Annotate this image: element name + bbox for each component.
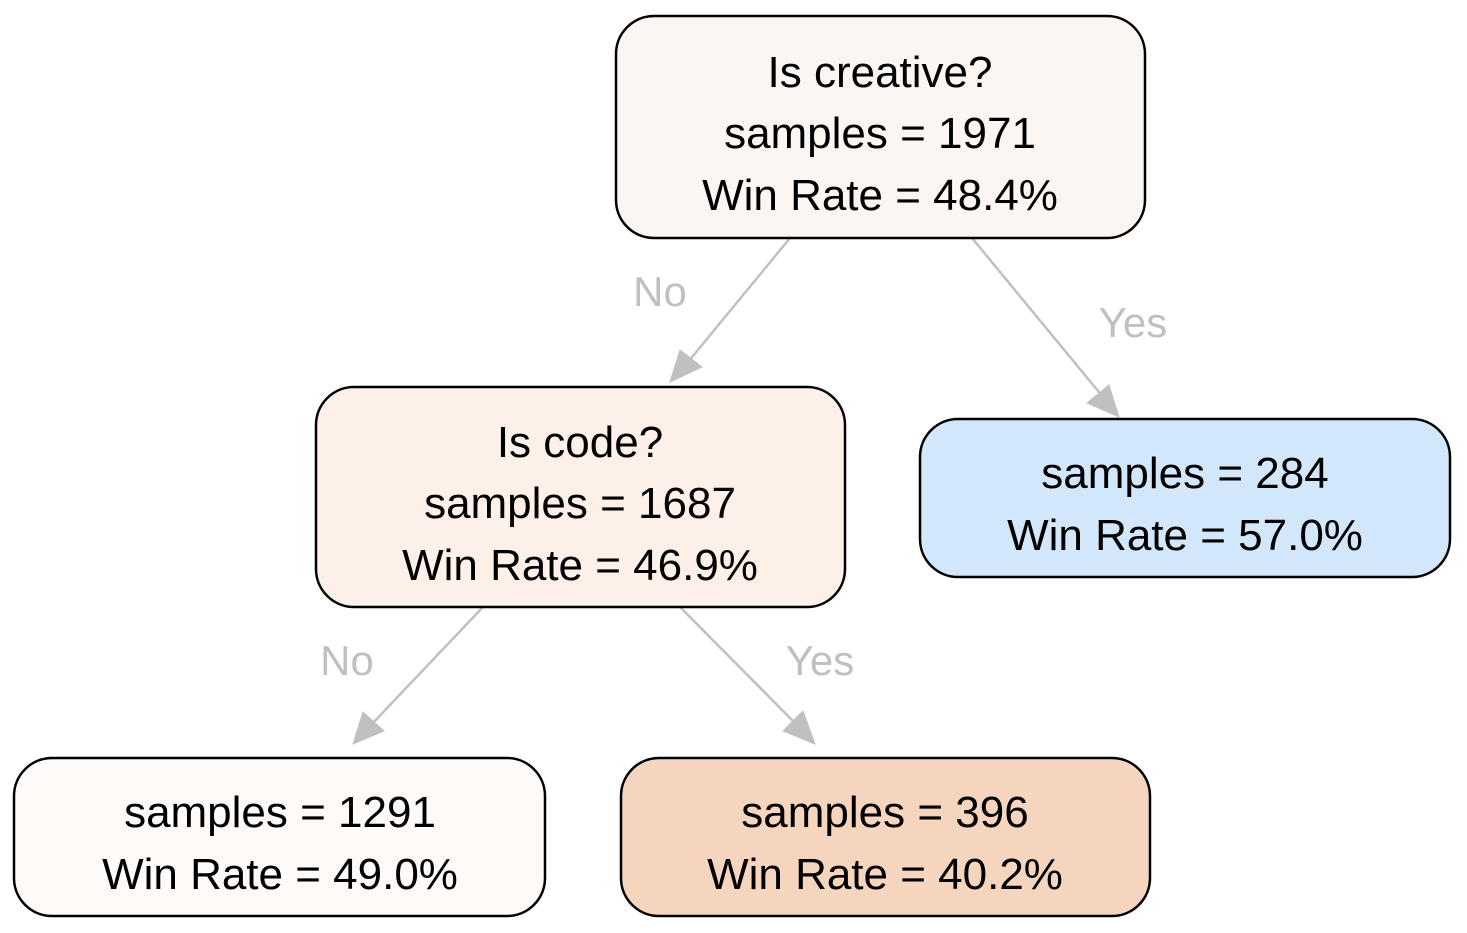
edge-code-yes (679, 606, 816, 745)
edge-label-code-no: No (320, 637, 374, 684)
node-win-rate: Win Rate = 46.9% (402, 541, 758, 590)
node-is-code: Is code? samples = 1687 Win Rate = 46.9% (314, 385, 847, 609)
node-samples: samples = 1687 (424, 479, 736, 528)
leaf-code-yes: samples = 396 Win Rate = 40.2% (619, 756, 1152, 918)
node-box (614, 14, 1147, 240)
node-samples: samples = 284 (1041, 449, 1328, 498)
node-win-rate: Win Rate = 49.0% (102, 850, 458, 899)
node-question: Is code? (497, 418, 663, 467)
edge-code-no (352, 606, 484, 745)
node-question: Is creative? (768, 48, 993, 97)
node-win-rate: Win Rate = 40.2% (707, 850, 1063, 899)
node-samples: samples = 396 (741, 788, 1028, 837)
node-box (12, 756, 547, 918)
node-samples: samples = 1971 (724, 109, 1036, 158)
node-box (619, 756, 1152, 918)
edge-label-root-no: No (633, 268, 687, 315)
edge-root-yes (971, 237, 1120, 418)
node-root: Is creative? samples = 1971 Win Rate = 4… (614, 14, 1147, 240)
leaf-code-no: samples = 1291 Win Rate = 49.0% (12, 756, 547, 918)
node-samples: samples = 1291 (124, 788, 436, 837)
node-win-rate: Win Rate = 57.0% (1007, 511, 1363, 560)
node-win-rate: Win Rate = 48.4% (702, 171, 1058, 220)
leaf-creative-yes: samples = 284 Win Rate = 57.0% (918, 417, 1452, 579)
node-box (918, 417, 1452, 579)
edge-label-code-yes: Yes (786, 637, 855, 684)
edge-root-no (669, 237, 791, 383)
edge-label-root-yes: Yes (1099, 299, 1168, 346)
node-box (314, 385, 847, 609)
